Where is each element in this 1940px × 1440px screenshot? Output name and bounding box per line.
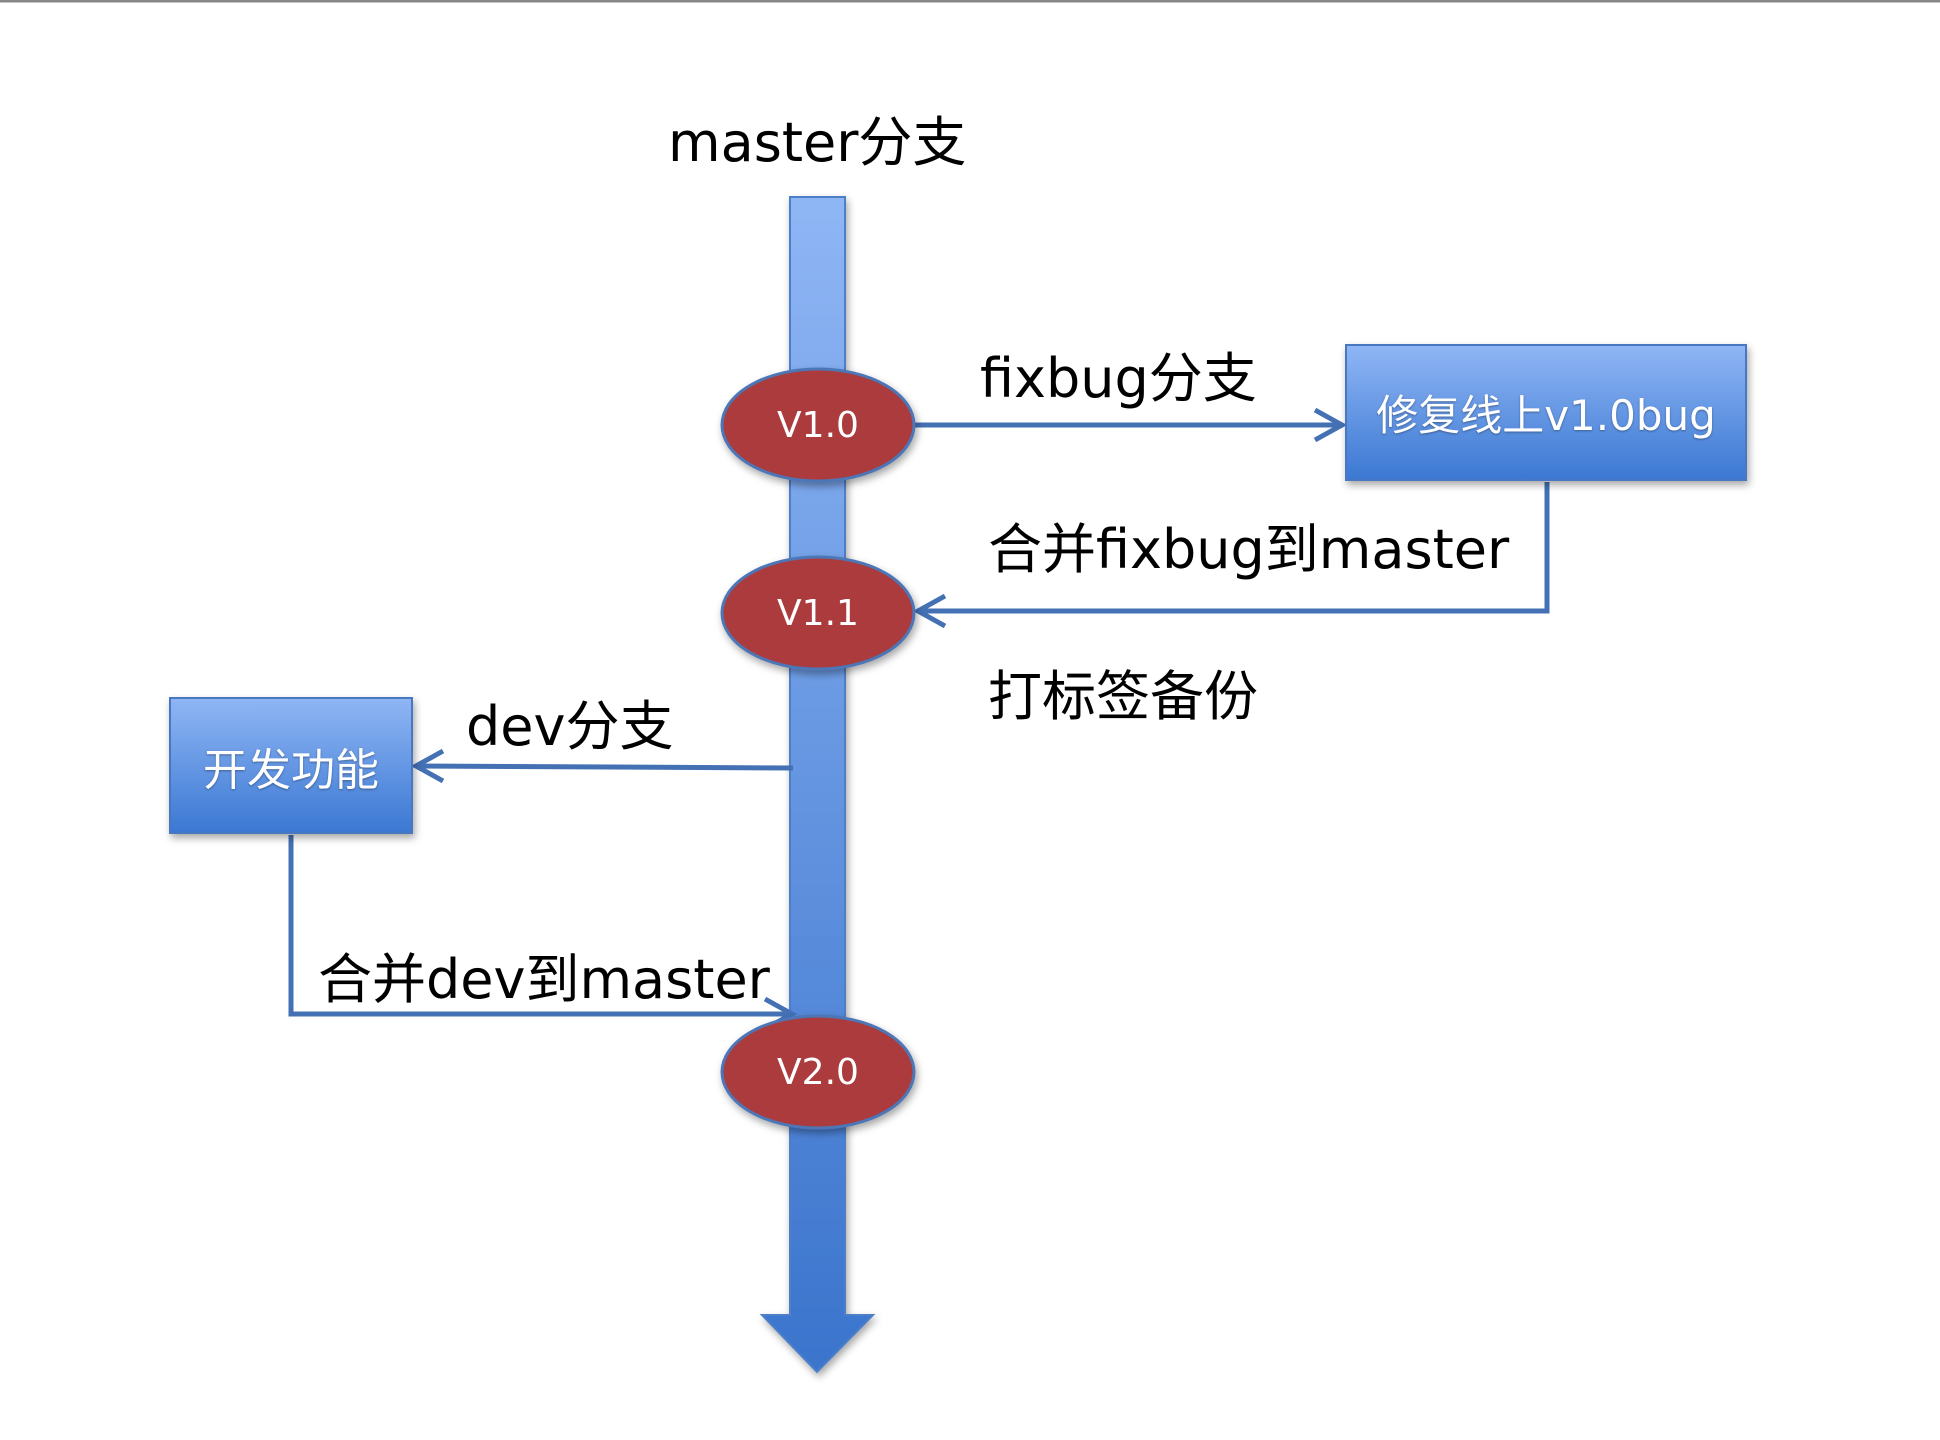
dev-feature-box[interactable]: [169, 697, 413, 834]
dev-branch-label: dev分支: [466, 695, 674, 758]
version-label-v1-1: V1.1: [777, 592, 859, 634]
fixbug-branch-arrow: [915, 407, 1348, 443]
fix-bug-box-label: 修复线上v1.0bug: [1376, 391, 1716, 440]
fix-bug-box[interactable]: [1345, 344, 1747, 481]
tag-backup-label: 打标签备份: [988, 665, 1258, 728]
merge-dev-label: 合并dev到master: [318, 948, 770, 1011]
merge-fixbug-arrow: [912, 482, 1550, 629]
dev-feature-box-label: 开发功能: [203, 744, 379, 796]
merge-fixbug-label: 合并fixbug到master: [988, 518, 1510, 581]
version-node-v2-0[interactable]: [720, 1014, 916, 1130]
version-label-v2-0: V2.0: [777, 1051, 859, 1093]
fixbug-branch-label: fixbug分支: [980, 347, 1257, 410]
version-label-v1-0: V1.0: [777, 404, 859, 446]
version-node-v1-0[interactable]: [720, 367, 916, 483]
diagram-title: master分支: [668, 111, 967, 174]
version-node-v1-1[interactable]: [720, 555, 916, 671]
dev-branch-arrow: [410, 748, 794, 784]
